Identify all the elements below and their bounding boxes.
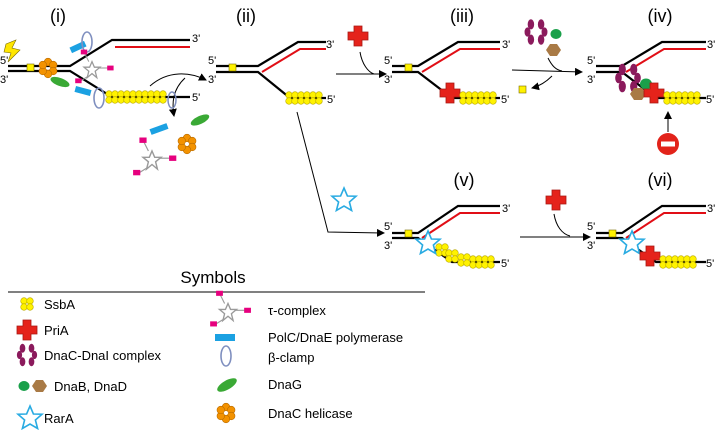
panel-label-i: (i) bbox=[50, 6, 66, 26]
panel-vi-fork bbox=[596, 204, 706, 269]
legend-polc: PolC/DnaE polymerase bbox=[268, 330, 403, 345]
panel-ii-fork bbox=[216, 40, 326, 105]
end-5prime: 5' bbox=[384, 221, 392, 233]
end-3prime: 3' bbox=[707, 39, 715, 51]
end-3prime: 3' bbox=[0, 74, 8, 86]
arrow-release bbox=[531, 75, 553, 91]
arrow-i-to-ii bbox=[149, 73, 207, 87]
dnac-helicase-icon bbox=[216, 402, 236, 424]
legend-dnac-helicase: DnaC helicase bbox=[268, 406, 353, 421]
dissociated-replisome bbox=[132, 91, 210, 177]
end-5prime: 5' bbox=[587, 55, 595, 67]
panel-label-ii: (ii) bbox=[236, 6, 256, 26]
polc-icon bbox=[215, 334, 235, 341]
dnab-icon bbox=[18, 381, 30, 391]
end-5prime: 5' bbox=[501, 258, 509, 270]
legend-title: Symbols bbox=[180, 268, 245, 287]
dnad-icon bbox=[32, 380, 47, 392]
dnac-dnai-icon bbox=[16, 343, 38, 367]
panel-i-fork bbox=[3, 31, 190, 109]
end-3prime: 3' bbox=[384, 74, 392, 86]
legend-ssba: SsbA bbox=[44, 297, 75, 312]
legend-tau: τ-complex bbox=[268, 303, 326, 318]
legend-dnac-dnai: DnaC-DnaI complex bbox=[44, 348, 162, 363]
no-entry-icon bbox=[657, 133, 679, 155]
pria-incoming bbox=[545, 189, 567, 211]
panel-label-vi: (vi) bbox=[648, 170, 673, 190]
end-3prime: 3' bbox=[587, 74, 595, 86]
end-3prime: 3' bbox=[384, 240, 392, 252]
end-3prime: 3' bbox=[707, 203, 715, 215]
ssba-icon bbox=[20, 297, 34, 311]
legend-pria: PriA bbox=[44, 323, 69, 338]
legend-clamp: β-clamp bbox=[268, 350, 314, 365]
legend-rara: RarA bbox=[44, 411, 74, 426]
lightning-icon bbox=[3, 39, 21, 63]
panel-iv-fork bbox=[596, 40, 706, 105]
legend-dnab-dnad: DnaB, DnaD bbox=[54, 379, 127, 394]
panel-label-iv: (iv) bbox=[648, 6, 673, 26]
arrow-dissociation bbox=[168, 77, 186, 117]
end-5prime: 5' bbox=[192, 92, 200, 104]
panel-label-v: (v) bbox=[454, 170, 475, 190]
end-3prime: 3' bbox=[587, 240, 595, 252]
end-3prime: 3' bbox=[192, 33, 200, 45]
panel-v-fork bbox=[392, 204, 500, 269]
end-3prime: 3' bbox=[502, 39, 510, 51]
end-5prime: 5' bbox=[384, 55, 392, 67]
pria-incoming bbox=[347, 25, 369, 47]
tau-complex-icon bbox=[209, 290, 252, 328]
beta-clamp-icon bbox=[220, 345, 232, 367]
end-3prime: 3' bbox=[208, 74, 216, 86]
dnag-icon bbox=[217, 378, 237, 392]
end-5prime: 5' bbox=[706, 94, 714, 106]
arrow-ii-to-v bbox=[296, 111, 385, 237]
end-5prime: 5' bbox=[327, 94, 335, 106]
legend-dnag: DnaG bbox=[268, 377, 302, 392]
end-5prime: 5' bbox=[501, 94, 509, 106]
panel-label-iii: (iii) bbox=[450, 6, 474, 26]
arrow-iii-to-iv bbox=[511, 67, 583, 76]
end-5prime: 5' bbox=[0, 55, 8, 67]
rara-incoming bbox=[331, 187, 357, 212]
incoming-loaders bbox=[524, 19, 562, 56]
end-3prime: 3' bbox=[502, 203, 510, 215]
end-5prime: 5' bbox=[587, 221, 595, 233]
rara-icon bbox=[17, 405, 43, 430]
panel-iii-fork bbox=[392, 40, 500, 105]
end-5prime: 5' bbox=[208, 55, 216, 67]
end-3prime: 3' bbox=[326, 39, 334, 51]
pria-icon bbox=[16, 319, 38, 341]
end-5prime: 5' bbox=[706, 258, 714, 270]
